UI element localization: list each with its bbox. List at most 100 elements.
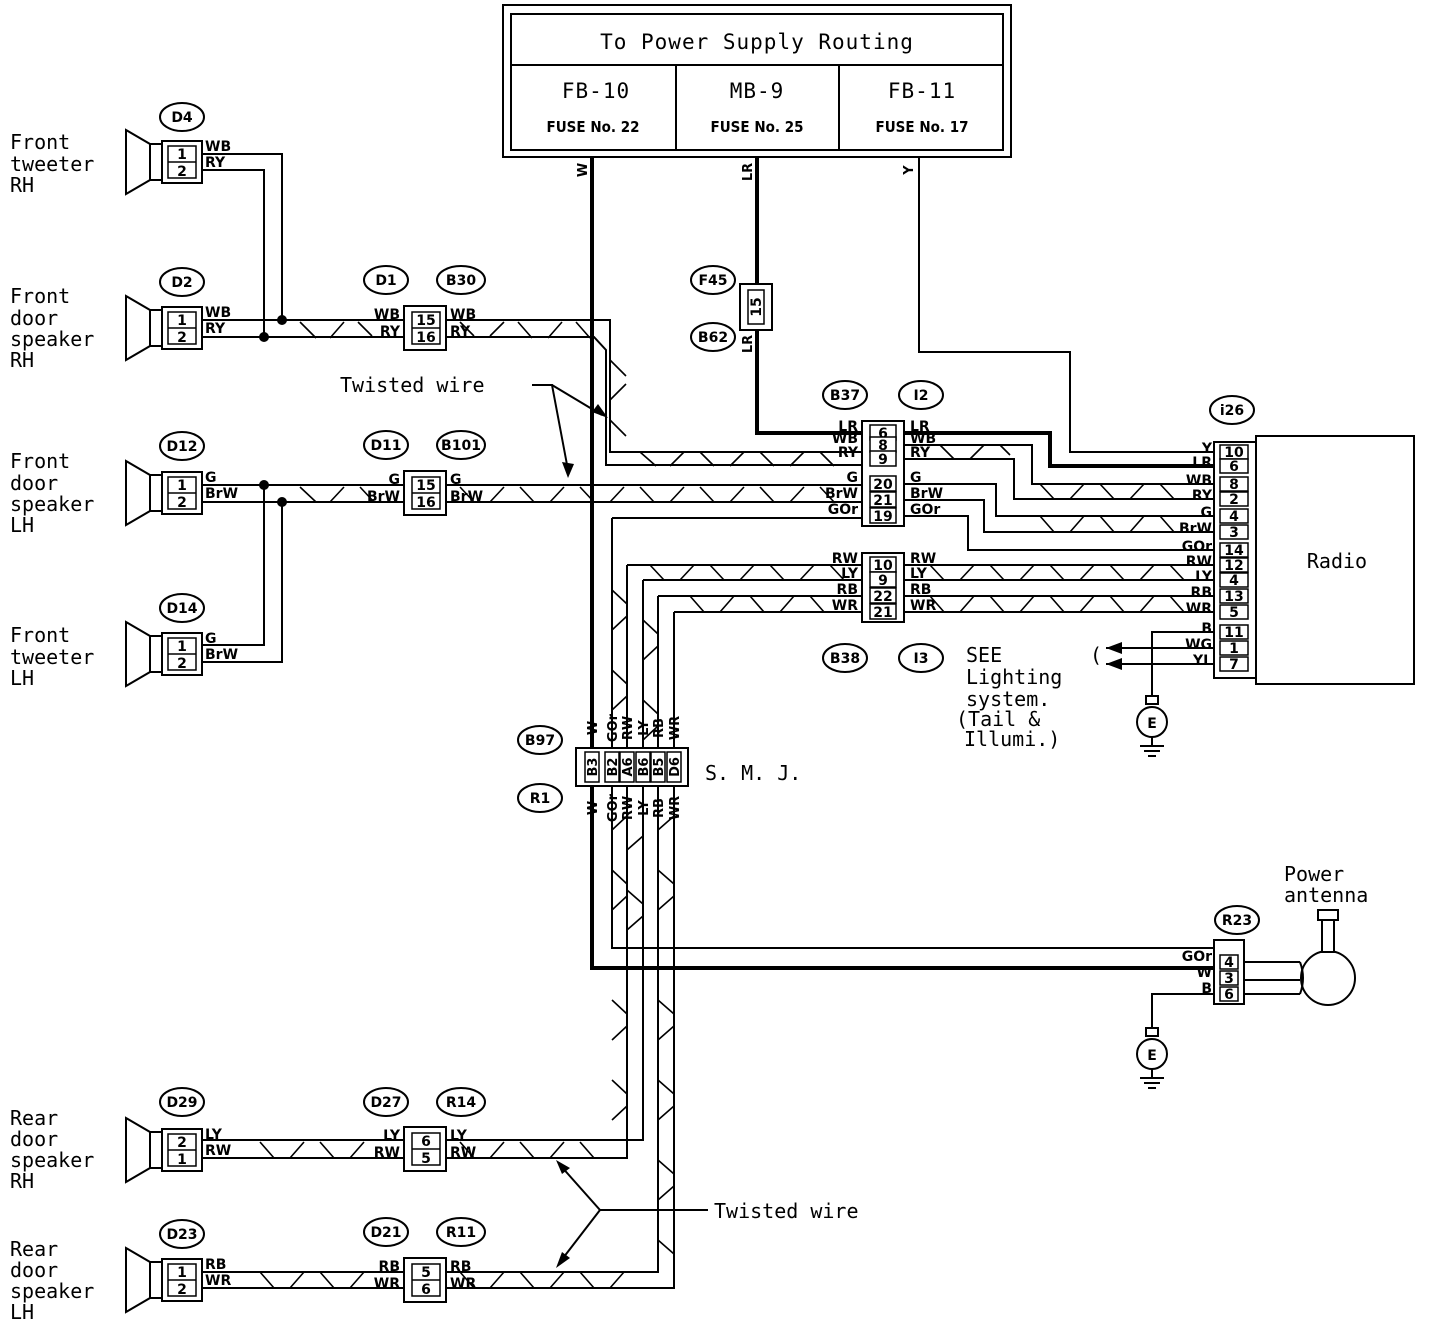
wire-label-lr: LR bbox=[741, 163, 756, 181]
speaker-name: door bbox=[10, 306, 58, 330]
smj-conn-top: B97 bbox=[525, 733, 555, 749]
wire-label: W bbox=[1197, 965, 1212, 981]
wire-label: RY bbox=[380, 324, 401, 340]
radio-pin: 1 bbox=[1229, 641, 1239, 657]
speaker-name: door bbox=[10, 471, 58, 495]
conn-id: I3 bbox=[914, 651, 929, 667]
speaker-body bbox=[149, 1131, 163, 1169]
speaker-name: speaker bbox=[10, 1279, 94, 1303]
speaker-pin: 2 bbox=[177, 656, 187, 672]
radio-conn-id: i26 bbox=[1220, 403, 1244, 419]
lighting-reference: ( SEE Lighting system. (Tail & Illumi.) bbox=[956, 642, 1214, 751]
lighting-paren: ( bbox=[1090, 643, 1102, 667]
inline-conn-oval bbox=[436, 265, 486, 295]
wire-label: WB bbox=[1186, 473, 1212, 489]
wire-label: G bbox=[1201, 505, 1213, 521]
radio-label: Radio bbox=[1307, 549, 1367, 573]
radio-pin: 13 bbox=[1224, 589, 1243, 605]
wire-label: WB bbox=[205, 305, 231, 321]
wire-label-lr: LR bbox=[741, 335, 756, 353]
speaker-name: Front bbox=[10, 130, 70, 154]
radio-pin: 14 bbox=[1224, 543, 1244, 559]
speaker-labels: Front tweeter RH Front door speaker RH F… bbox=[10, 130, 94, 1324]
speaker-pin: 1 bbox=[177, 147, 187, 163]
multi-pin: 22 bbox=[873, 589, 892, 605]
radio-pin: 8 bbox=[1229, 477, 1239, 493]
speaker-name: Front bbox=[10, 449, 70, 473]
twisted-wire-text: Twisted wire bbox=[714, 1199, 859, 1223]
power-cell-fuse: FUSE No. 17 bbox=[876, 118, 969, 136]
wire-label: RB bbox=[450, 1259, 471, 1275]
inline-pin: 6 bbox=[421, 1282, 431, 1298]
inline-conn-id: D21 bbox=[370, 1225, 401, 1241]
wire-label: BrW bbox=[910, 486, 943, 502]
speaker-conn-oval bbox=[159, 267, 205, 297]
wire-label: RY bbox=[450, 324, 471, 340]
multi-pin: 10 bbox=[873, 558, 893, 574]
antenna-pin-cell bbox=[1219, 986, 1239, 1002]
speaker-name: RH bbox=[10, 1169, 34, 1193]
lighting-text: (Tail & bbox=[956, 707, 1040, 731]
wire-label: RY bbox=[910, 445, 931, 461]
wire-label: G bbox=[205, 470, 217, 486]
antenna-pin: 4 bbox=[1224, 955, 1234, 971]
speaker-body bbox=[149, 1261, 163, 1299]
speaker-name: LH bbox=[10, 666, 34, 690]
speaker-name: Front bbox=[10, 623, 70, 647]
wire-label: WR bbox=[1186, 601, 1212, 617]
wire-label: WB bbox=[832, 431, 858, 447]
wire-label: W bbox=[586, 721, 601, 735]
wire-label: RB bbox=[379, 1259, 400, 1275]
lighting-text: SEE bbox=[966, 643, 1002, 667]
smj-cell bbox=[650, 751, 666, 783]
wire-label: GOr bbox=[606, 793, 621, 822]
speakers: 12WBRYD412WBRYD212GBrWD1212GBrWD1421LYRW… bbox=[125, 102, 238, 1314]
wire-label: LY bbox=[910, 566, 928, 582]
speaker-pin: 2 bbox=[177, 330, 187, 346]
speaker-pin: 1 bbox=[177, 1265, 187, 1281]
wire-label: WB bbox=[450, 307, 476, 323]
lighting-text: system. bbox=[966, 687, 1050, 711]
multi-pin: 21 bbox=[873, 493, 892, 509]
inline-conn-oval bbox=[363, 1087, 409, 1117]
multi-pin: 19 bbox=[873, 509, 892, 525]
wire-label: LY bbox=[450, 1128, 468, 1144]
inline-conn-oval bbox=[363, 265, 409, 295]
wire-label: GOr bbox=[910, 502, 940, 518]
speaker-name: Rear bbox=[10, 1106, 58, 1130]
wire-label: G bbox=[847, 470, 859, 486]
twisted-wire-label-top: Twisted wire bbox=[340, 373, 608, 478]
inline-conn-oval bbox=[363, 430, 409, 460]
multi-pin: 9 bbox=[878, 452, 888, 468]
speaker-cone-icon bbox=[125, 1246, 151, 1314]
power-supply-box: To Power Supply Routing FB-10 FUSE No. 2… bbox=[502, 4, 1012, 181]
wire-label: BrW bbox=[1179, 521, 1212, 537]
wire-label: RB bbox=[1191, 585, 1212, 601]
radio-pin-cell bbox=[1219, 508, 1249, 524]
wire-label: BrW bbox=[205, 486, 238, 502]
multi-connector-cell bbox=[869, 507, 897, 524]
wire-label: LY bbox=[637, 800, 652, 816]
antenna-label: antenna bbox=[1284, 883, 1368, 907]
speaker-conn-id: D23 bbox=[166, 1227, 197, 1243]
wire-label: BrW bbox=[205, 647, 238, 663]
speaker-cone-icon bbox=[125, 128, 151, 196]
radio-pin-cell bbox=[1219, 572, 1249, 588]
radio-pin: 11 bbox=[1224, 625, 1243, 641]
wire-label: Y bbox=[1201, 441, 1213, 457]
radio-pin: 4 bbox=[1229, 509, 1239, 525]
wire-label: RW bbox=[621, 716, 636, 740]
speaker-name: LH bbox=[10, 1300, 34, 1324]
speaker-body bbox=[149, 635, 163, 673]
speaker-name: tweeter bbox=[10, 152, 94, 176]
radio-pin-cell bbox=[1219, 604, 1249, 620]
inline-pin: 15 bbox=[416, 313, 435, 329]
speaker-cone-icon bbox=[125, 294, 151, 362]
conn-id: B37 bbox=[830, 388, 860, 404]
